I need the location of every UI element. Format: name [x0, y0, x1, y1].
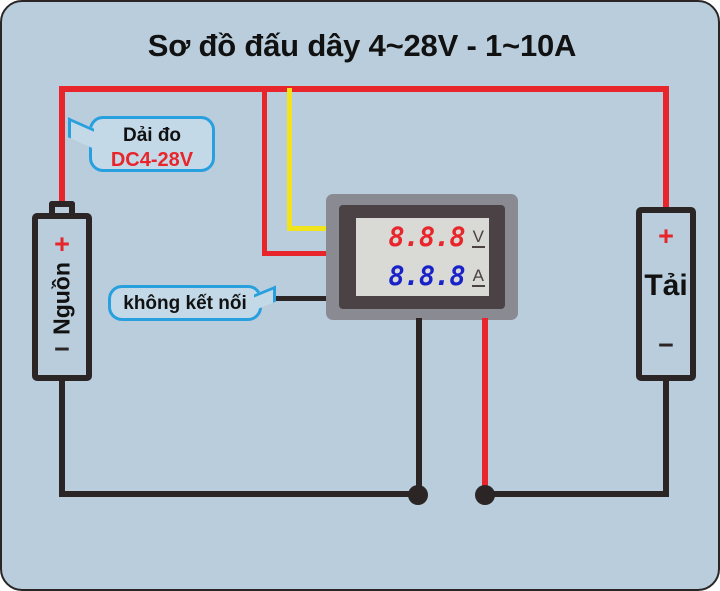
- wire-top-red-bus: [59, 86, 669, 92]
- junction-dot-right: [475, 485, 495, 505]
- load-label: Tải: [644, 269, 688, 302]
- callout-measuring-range: Dải đo DC4-28V: [89, 116, 215, 172]
- meter-inner-frame: 8.8.8 V 8.8.8 A: [339, 205, 505, 309]
- voltage-readout-row: 8.8.8 V: [356, 218, 489, 257]
- source-minus-sign: −: [54, 334, 70, 364]
- wire-black-not-connected: [270, 296, 332, 301]
- callout-measuring-range-line2: DC4-28V: [110, 149, 194, 171]
- callout-measuring-range-line1: Dải đo: [122, 125, 182, 146]
- wire-red-into-meter: [262, 251, 332, 256]
- current-unit-label: A: [471, 265, 485, 287]
- meter-lcd-face: 8.8.8 V 8.8.8 A: [356, 218, 489, 296]
- load-body: + Tải −: [636, 207, 696, 381]
- voltage-value: 8.8.8: [388, 222, 465, 253]
- wire-load-negative-drop: [663, 378, 669, 497]
- wire-red-to-load-plus: [663, 86, 669, 208]
- wire-yellow-into-meter: [287, 226, 332, 231]
- panel-meter: 8.8.8 V 8.8.8 A: [326, 194, 518, 320]
- wire-source-negative-drop: [59, 378, 65, 497]
- wire-meter-left-leg: [416, 318, 422, 494]
- voltage-unit-label: V: [471, 226, 485, 248]
- load-minus-sign: −: [658, 330, 674, 360]
- page-title: Sơ đồ đấu dây 4~28V - 1~10A: [147, 28, 577, 63]
- callout-not-connected: không kết nối: [108, 285, 262, 321]
- wire-red-to-source-plus: [59, 86, 65, 206]
- wire-source-negative-run: [59, 491, 419, 497]
- wire-meter-right-leg: [482, 318, 488, 494]
- source-terminal-cap: [49, 201, 75, 215]
- wire-red-drop-to-meter: [262, 86, 267, 256]
- wire-yellow-drop: [287, 88, 292, 226]
- wire-load-negative-run: [485, 491, 669, 497]
- callout-not-connected-label: không kết nối: [123, 293, 247, 314]
- junction-dot-left: [408, 485, 428, 505]
- current-value: 8.8.8: [388, 261, 465, 292]
- source-plus-sign: +: [54, 229, 70, 259]
- current-readout-row: 8.8.8 A: [356, 257, 489, 296]
- source-label: Nguồn: [48, 262, 75, 335]
- source-body: + Nguồn −: [32, 213, 92, 381]
- load-plus-sign: +: [658, 221, 674, 251]
